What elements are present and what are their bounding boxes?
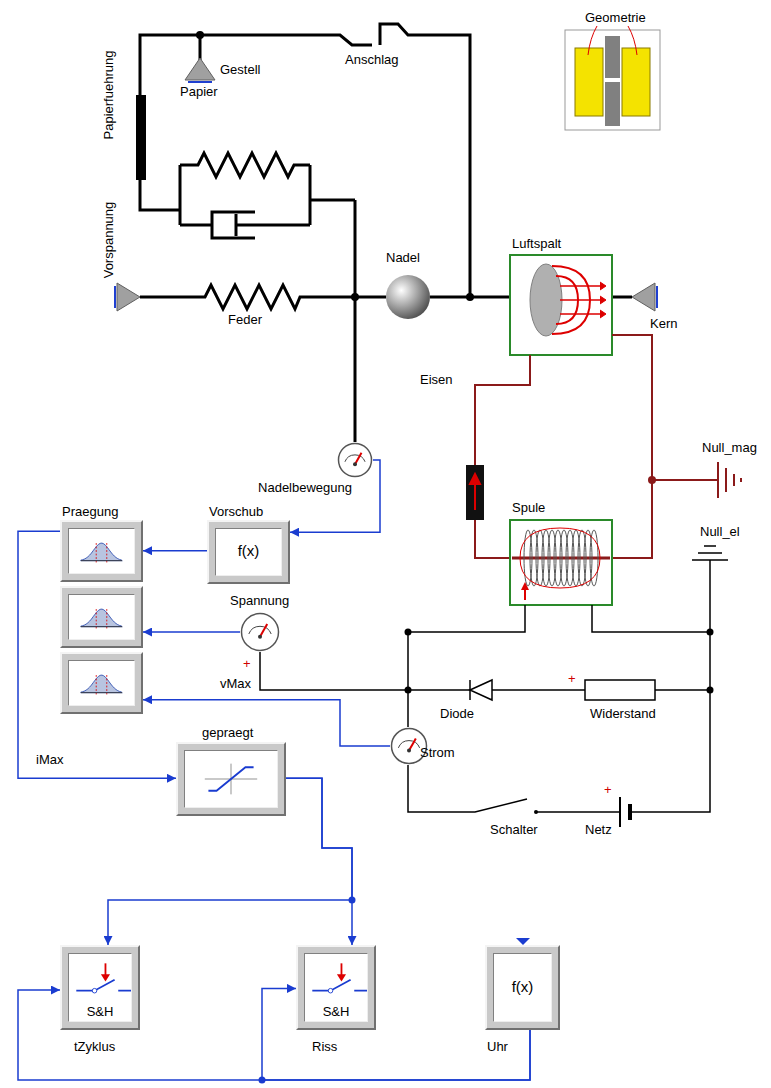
preload-ground — [117, 283, 140, 311]
air-gap — [510, 255, 612, 355]
block-panel — [68, 660, 135, 706]
block-label: iMax — [36, 752, 63, 767]
block-panel — [68, 528, 135, 574]
part-name: Kern — [650, 316, 677, 331]
block-label: Uhr — [487, 1039, 508, 1054]
function-block: tZyklusS&H — [60, 945, 140, 1030]
block-function: f(x) — [209, 542, 288, 559]
part-name: Null_mag — [702, 440, 757, 455]
part-name: Feder — [228, 312, 262, 327]
paper-guide — [136, 95, 146, 180]
part-name: Netz — [585, 822, 612, 837]
electric-circuit — [260, 546, 728, 827]
part-name: Nadel — [386, 250, 420, 265]
sensor-gauge: Spannung — [240, 612, 280, 652]
core-ground — [632, 283, 655, 311]
iron-core — [466, 465, 484, 520]
gauss-icon — [69, 595, 134, 639]
signal-line — [286, 778, 352, 945]
block-function: S&H — [298, 1004, 374, 1019]
block-label: Praegung — [62, 504, 118, 519]
function-block: Uhrf(x) — [485, 945, 560, 1030]
polarity-mark: + — [243, 656, 251, 671]
block-label: Spannung — [230, 593, 289, 608]
block-label: Riss — [312, 1039, 337, 1054]
mechanics — [140, 24, 632, 442]
block-label: Strom — [420, 745, 455, 760]
part-name: Schalter — [490, 822, 538, 837]
needle-mass — [386, 275, 430, 319]
function-block: Vorschubf(x) — [207, 520, 290, 584]
part-name: Spule — [512, 500, 545, 515]
block-label: gepraegt — [202, 725, 253, 740]
gauge-icon — [337, 442, 373, 478]
signal-line — [143, 631, 240, 633]
function-block: Praegung — [60, 520, 143, 582]
limit-icon — [185, 751, 277, 807]
polarity-mark: + — [568, 671, 576, 686]
geometry-icon — [565, 26, 660, 130]
part-name: Gestell — [220, 62, 260, 77]
block-label: Vorschub — [209, 504, 263, 519]
part-name: Anschlag — [345, 52, 398, 67]
part-name: Luftspalt — [512, 236, 561, 251]
signal-line — [143, 550, 207, 552]
resistor-symbol — [585, 680, 655, 700]
function-block: iMax — [60, 652, 143, 714]
polarity-mark: + — [604, 782, 612, 797]
part-name: Papierfuehrung — [101, 51, 116, 140]
signal-line — [143, 700, 390, 746]
block-panel — [68, 594, 135, 640]
part-name: Eisen — [420, 372, 453, 387]
part-name: Diode — [440, 706, 474, 721]
sensor-gauge: Strom — [390, 727, 428, 765]
function-block: gepraegt — [176, 742, 286, 816]
part-name: Papier — [180, 84, 218, 99]
block-panel — [184, 750, 278, 808]
block-function: f(x) — [487, 978, 558, 995]
function-block: vMax — [60, 586, 143, 648]
sensor-gauge: Nadelbewegung — [337, 442, 373, 478]
part-name: Vorspannung — [101, 202, 116, 279]
part-name: Widerstand — [590, 706, 656, 721]
part-name: Null_el — [700, 524, 740, 539]
gauss-icon — [69, 661, 134, 705]
part-name: Geometrie — [585, 10, 646, 25]
block-label: Nadelbewegung — [227, 480, 352, 495]
block-label: vMax — [220, 676, 251, 691]
function-block: RissS&H — [296, 945, 376, 1030]
block-label: tZyklus — [74, 1039, 115, 1054]
block-function: S&H — [62, 1004, 138, 1019]
frame-ground — [185, 58, 215, 80]
gauge-icon — [240, 612, 280, 652]
coil — [510, 520, 612, 605]
gauss-icon — [69, 529, 134, 573]
diode-symbol — [470, 680, 492, 700]
